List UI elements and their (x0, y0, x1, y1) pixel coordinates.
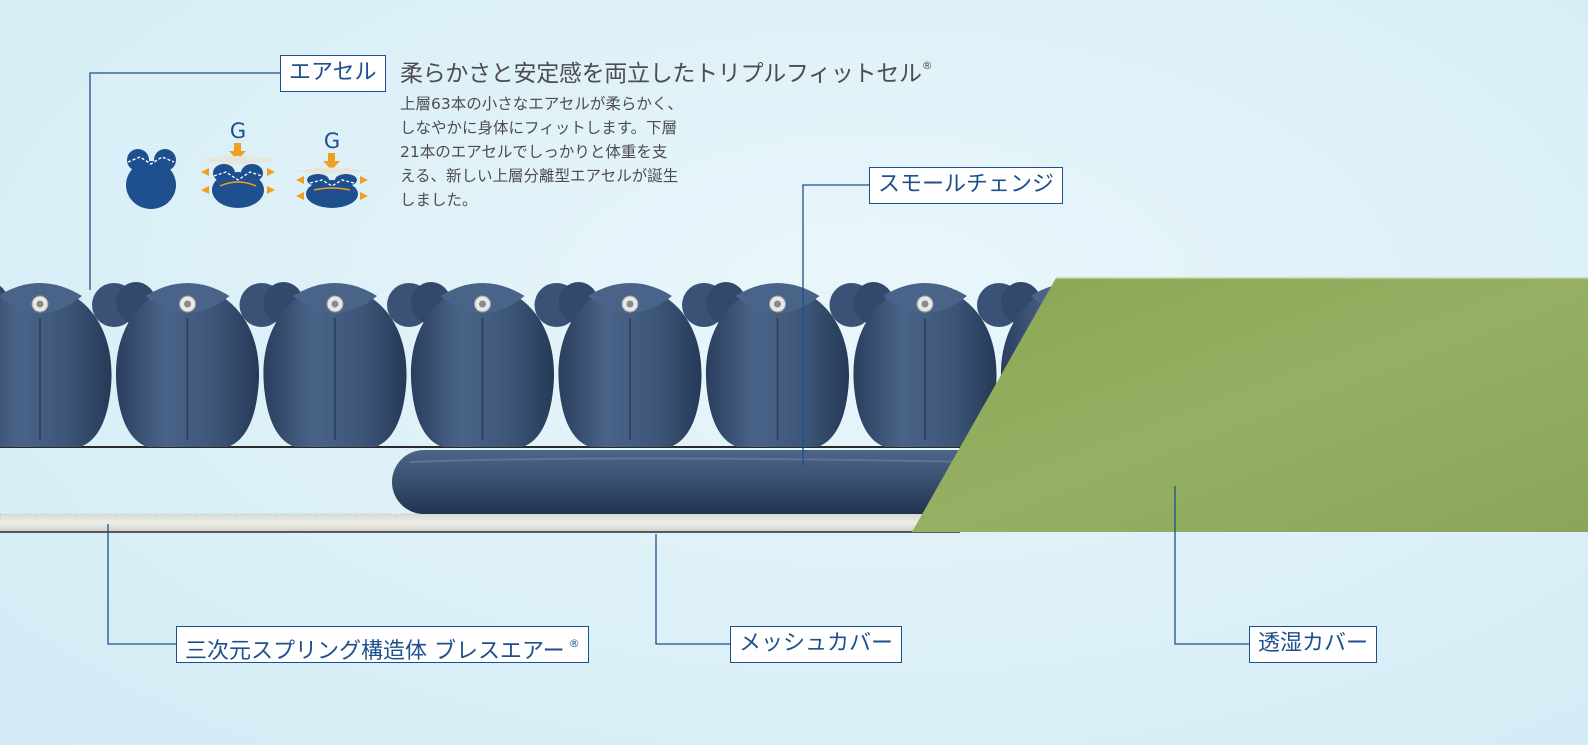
moisture-permeable-cover (912, 278, 1588, 532)
lower-air-tube (392, 450, 992, 514)
air-cell (558, 282, 746, 447)
air-cell (410, 282, 599, 447)
air-cell (853, 282, 1041, 447)
mesh-cover-leader-line (655, 534, 731, 645)
headline-registered-mark: ® (921, 59, 933, 72)
aircell-leader-line (89, 72, 280, 290)
spring-leader-line (107, 524, 177, 645)
headline-text: 柔らかさと安定感を両立したトリプルフィットセル (400, 61, 922, 87)
small-change-leader-line (802, 184, 870, 466)
spring-layer (0, 513, 961, 533)
label-spring-structure: 三次元スプリング構造体 ブレスエアー® (176, 626, 589, 664)
label-moisture-cover: 透湿カバー (1249, 626, 1378, 663)
gravity-g-letter: G (230, 119, 246, 143)
gravity-g-letter: G (324, 129, 340, 153)
air-cell (263, 282, 451, 447)
description-line: しなやかに身体にフィットします。下層 (400, 119, 678, 137)
description: 上層63本の小さなエアセルが柔らかく、 しなやかに身体にフィットします。下層 2… (400, 92, 730, 212)
leader-lines (89, 72, 1250, 645)
headline: 柔らかさと安定感を両立したトリプルフィットセル® (400, 54, 933, 88)
label-small-change: スモールチェンジ (869, 167, 1064, 204)
air-cell (0, 282, 156, 447)
cell-pressed-icon: G (200, 119, 276, 208)
label-mesh-cover: メッシュカバー (730, 626, 903, 663)
label-aircell: エアセル (280, 55, 386, 92)
description-line: 上層63本の小さなエアセルが柔らかく、 (400, 95, 683, 113)
description-line: しました。 (400, 191, 478, 209)
air-cell (705, 282, 894, 447)
description-line: 21本のエアセルでしっかりと体重を支 (400, 143, 668, 161)
spring-registered-mark: ® (568, 637, 580, 650)
cell-round-icon (126, 149, 176, 209)
moisture-cover-leader-line (1174, 486, 1250, 645)
description-line: える、新しい上層分離型エアセルが誕生 (400, 167, 679, 185)
cell-flattened-icon: G (296, 129, 368, 208)
label-spring-text: 三次元スプリング構造体 ブレスエアー (185, 639, 565, 664)
air-cell (115, 282, 304, 447)
